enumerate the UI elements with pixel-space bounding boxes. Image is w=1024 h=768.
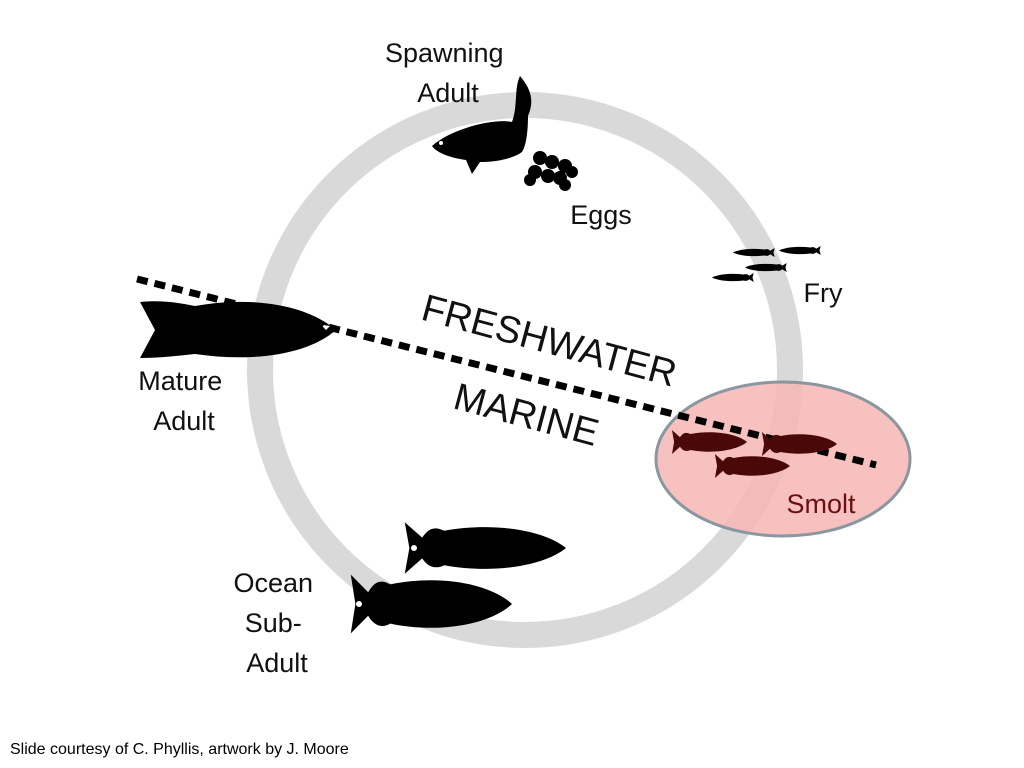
ocean-sub-adult-label: Ocean Sub- Adult (233, 568, 320, 678)
fry-label: Fry (804, 278, 843, 308)
spawning-adult-fish (432, 76, 532, 174)
eggs-label: Eggs (570, 200, 632, 230)
ocean-sub-adult-fish-group (350, 522, 566, 634)
smolt-highlight (654, 380, 912, 538)
slide-credit: Slide courtesy of C. Phyllis, artwork by… (10, 741, 349, 758)
mature-adult-fish (140, 301, 336, 358)
smolt-label: Smolt (786, 489, 856, 519)
spawning-adult-label: Spawning Adult (385, 38, 511, 108)
eggs-cluster (524, 151, 578, 191)
mature-adult-label: Mature Adult (138, 366, 230, 436)
